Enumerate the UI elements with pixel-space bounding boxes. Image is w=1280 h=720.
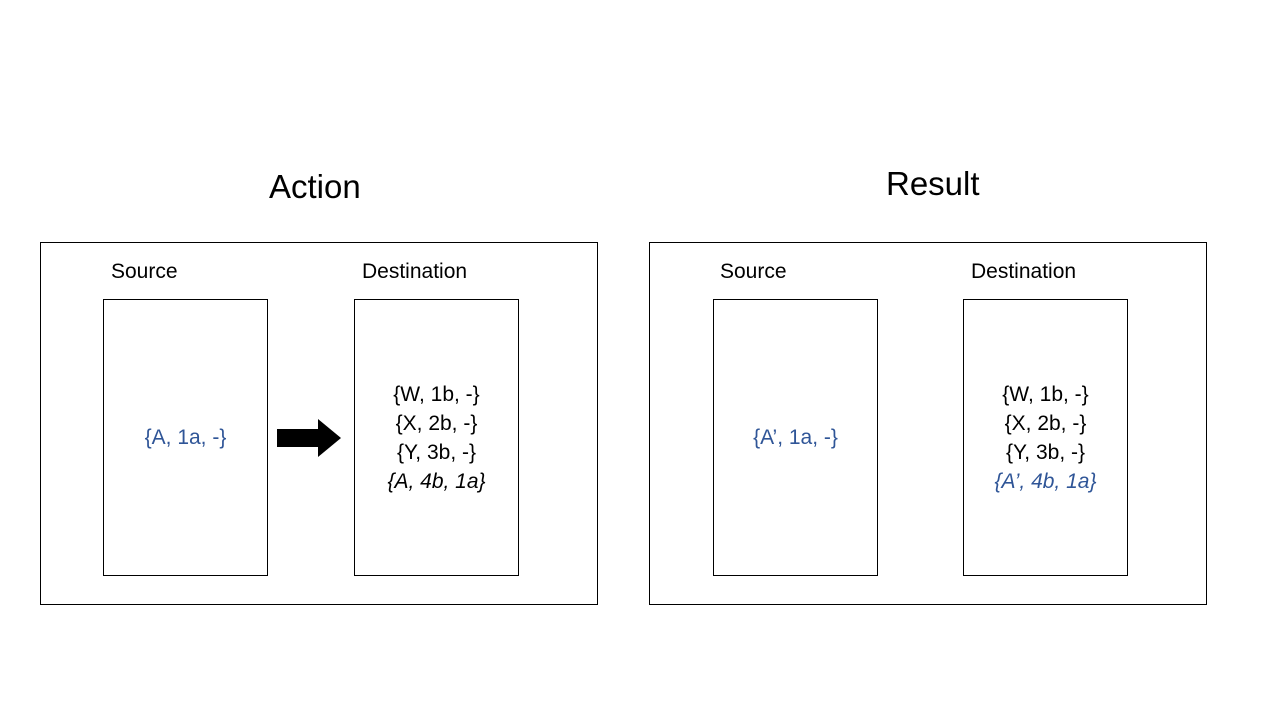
action-destination-label: Destination (362, 260, 468, 283)
result-source-entry: {A’, 1a, -} (753, 426, 838, 449)
result-destination-entry-y: {Y, 3b, -} (1005, 440, 1086, 464)
action-destination-entry-a: {A, 4b, 1a} (387, 469, 486, 493)
result-destination-entry-x: {X, 2b, -} (1004, 411, 1087, 435)
action-destination-entry-x: {X, 2b, -} (395, 411, 478, 435)
right-arrow-icon (277, 419, 341, 457)
action-source-label: Source (111, 260, 178, 283)
action-panel: Source Destination {A, 1a, -} {W, 1b, -}… (40, 242, 598, 605)
result-source-label: Source (720, 260, 787, 283)
action-title: Action (269, 168, 361, 205)
action-destination-box: {W, 1b, -} {X, 2b, -} {Y, 3b, -} {A, 4b,… (354, 299, 519, 576)
result-panel: Source Destination {A’, 1a, -} {W, 1b, -… (649, 242, 1207, 605)
action-destination-entry-w: {W, 1b, -} (393, 382, 480, 406)
result-destination-box: {W, 1b, -} {X, 2b, -} {Y, 3b, -} {A’, 4b… (963, 299, 1128, 576)
action-destination-entry-y: {Y, 3b, -} (396, 440, 477, 464)
action-source-entry: {A, 1a, -} (144, 426, 227, 449)
result-destination-entry-w: {W, 1b, -} (1002, 382, 1089, 406)
result-title: Result (886, 165, 980, 202)
result-destination-label: Destination (971, 260, 1077, 283)
result-source-box: {A’, 1a, -} (713, 299, 878, 576)
result-destination-entry-a: {A’, 4b, 1a} (994, 469, 1097, 493)
action-source-box: {A, 1a, -} (103, 299, 268, 576)
